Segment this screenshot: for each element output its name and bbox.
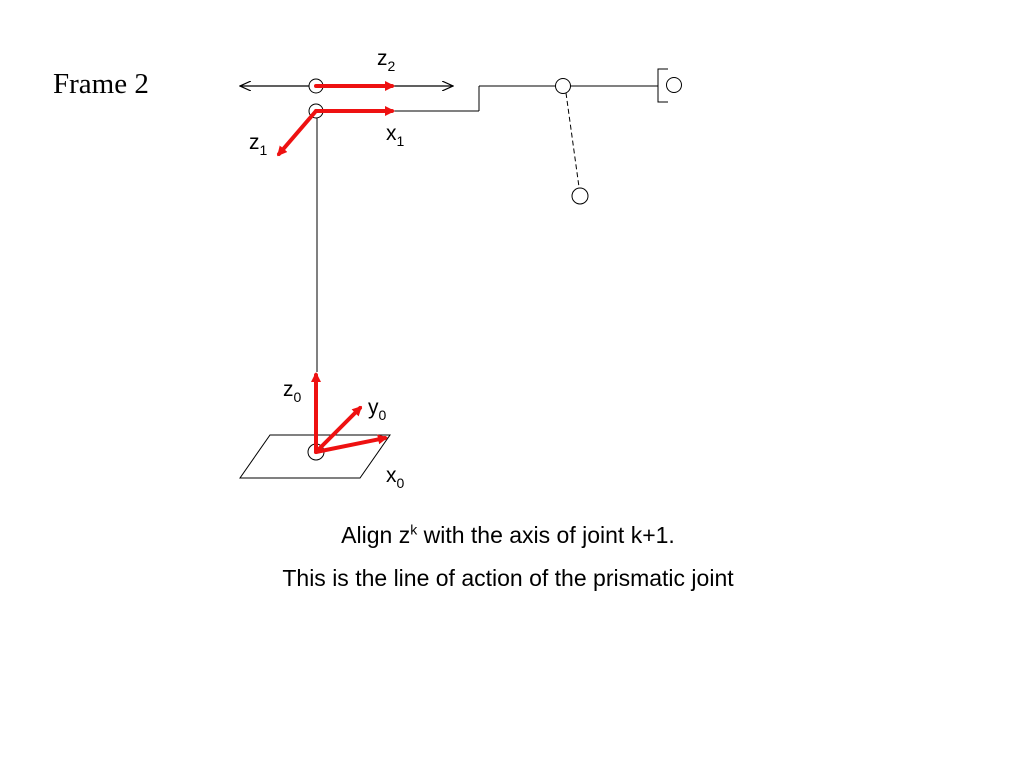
y0-axis-arrow <box>314 405 363 454</box>
caption-line-1-after: with the axis of joint k+1. <box>417 522 675 548</box>
caption-line-2: This is the line of action of the prisma… <box>282 565 734 591</box>
end-effector-bracket <box>657 68 668 103</box>
end-effector-circle <box>666 77 682 93</box>
pendulum-joint-circle <box>571 187 589 205</box>
z1-axis-arrow <box>277 109 318 157</box>
joint-3-circle <box>555 78 571 94</box>
z2-label: z2 <box>377 47 396 74</box>
caption-line-1: Align zk with the axis of joint k+1. <box>0 522 1016 549</box>
x1-label: x1 <box>386 122 405 149</box>
caption-superscript: k <box>410 521 418 538</box>
x0-label: x0 <box>386 464 405 491</box>
caption-line-1-before: Align z <box>341 522 411 548</box>
slide-title: Frame 2 <box>53 68 149 100</box>
z1-label: z1 <box>249 131 268 158</box>
dashed-link <box>565 92 580 188</box>
base-plane <box>239 434 391 479</box>
x0-axis-arrow <box>314 434 388 454</box>
y0-label: y0 <box>368 396 387 423</box>
z0-label: z0 <box>283 378 302 405</box>
